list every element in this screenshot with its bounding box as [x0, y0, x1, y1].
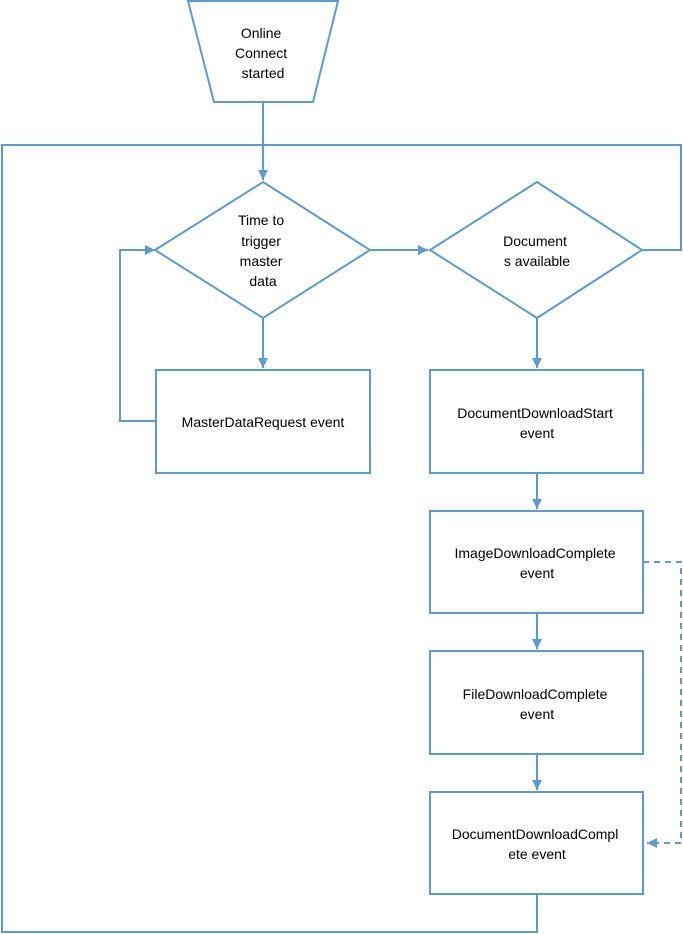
start-node: Online Connect started: [186, 0, 340, 103]
connectors: [1, 102, 682, 933]
svg-text:Document s available: Document s available: [503, 233, 571, 269]
documents-available-decision: Document s available: [428, 180, 644, 320]
master-decision-line-3: master: [240, 253, 283, 269]
master-decision-line-2: trigger: [241, 233, 281, 249]
file-complete-line-2: event: [520, 706, 554, 722]
svg-text:MasterDataRequest event: MasterDataRequest event: [182, 414, 345, 430]
svg-text:ImageDownloadComplete ev: ImageDownloadComplete event: [455, 545, 620, 581]
document-download-complete-box: DocumentDownloadCompl ete event: [429, 791, 644, 895]
master-data-decision: Time to trigger master data: [153, 180, 372, 320]
file-download-complete-box: FileDownloadComplete event: [429, 650, 644, 755]
master-request-label: MasterDataRequest event: [182, 414, 345, 430]
edge-master-request-loop-back: [119, 245, 156, 422]
image-complete-line-1: ImageDownloadComplete: [455, 545, 616, 561]
master-decision-line-1: Time to: [238, 212, 284, 228]
download-start-line-1: DocumentDownloadStart: [457, 405, 613, 421]
image-complete-line-2: event: [520, 565, 554, 581]
svg-text:Time to trigger ma: Time to trigger master data: [238, 212, 288, 289]
image-download-complete-box: ImageDownloadComplete event: [429, 510, 644, 614]
svg-text:DocumentDownloadStart ev: DocumentDownloadStart event: [457, 405, 617, 441]
master-decision-line-4: data: [249, 273, 276, 289]
svg-text:Online Connect sta: Online Connect started: [235, 25, 291, 81]
edge-image-complete-to-download-complete-dashed: [643, 561, 682, 848]
download-start-line-2: event: [520, 425, 554, 441]
edge-docs-decision-no-loop-back: [263, 144, 682, 251]
file-complete-line-1: FileDownloadComplete: [463, 686, 608, 702]
svg-text:DocumentDownloadCompl et: DocumentDownloadCompl ete event: [452, 826, 622, 862]
start-label-line-1: Online: [241, 25, 282, 41]
download-complete-line-2: ete event: [508, 846, 566, 862]
master-data-request-box: MasterDataRequest event: [155, 369, 371, 474]
svg-text:FileDownloadComplete eve: FileDownloadComplete event: [463, 686, 612, 722]
edge-download-complete-loop-back: [1, 144, 538, 933]
document-download-start-box: DocumentDownloadStart event: [429, 369, 644, 474]
start-label-line-2: Connect: [235, 45, 287, 61]
docs-decision-line-1: Document: [503, 233, 567, 249]
start-label-line-3: started: [242, 65, 285, 81]
download-complete-line-1: DocumentDownloadCompl: [452, 826, 619, 842]
docs-decision-line-2: s available: [504, 253, 570, 269]
